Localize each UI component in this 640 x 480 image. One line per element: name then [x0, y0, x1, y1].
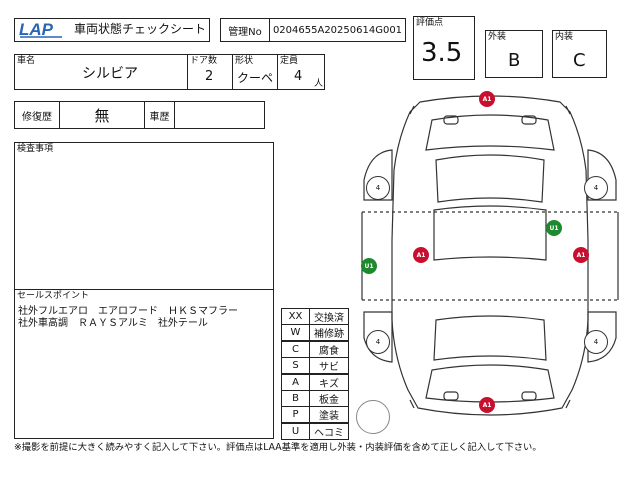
car-name-label: 車名 [17, 56, 36, 66]
capacity-cell [277, 54, 325, 90]
dent-mark-right-fender: U1 [546, 220, 562, 236]
legend-meaning: 補修跡 [309, 324, 349, 342]
tire-front-left: 4 [366, 176, 390, 200]
overall-grade-cell [413, 16, 475, 80]
legend-meaning: 板金 [309, 390, 349, 407]
interior-grade-value: C [573, 50, 586, 71]
mgmt-number: 0204655A20250614G001 [269, 18, 406, 42]
sheet-title: 車両状態チェックシート [74, 22, 207, 36]
car-diagram [350, 90, 630, 425]
overall-grade-value: 3.5 [421, 38, 463, 68]
selling-points-line-2: 社外車高調 ＲＡＹＳアルミ 社外テール [18, 318, 208, 329]
selling-points-label: セールスポイント [17, 291, 90, 301]
exterior-grade-value: B [508, 50, 521, 71]
footer-note: ※撮影を前提に大きく読みやすく記入して下さい。評価点はLAA基準を適用し外装・内… [14, 442, 542, 453]
car-age-label: 車歴 [144, 101, 175, 129]
exterior-grade-cell [485, 30, 543, 78]
overall-grade-label: 評価点 [416, 18, 444, 28]
exterior-grade-label: 外装 [488, 32, 507, 42]
doors-label: ドア数 [190, 56, 218, 66]
damage-mark-right-side: A1 [573, 247, 589, 263]
svg-text:LAP: LAP [19, 20, 54, 39]
tire-rear-right: 4 [584, 330, 608, 354]
capacity-value: 4 [294, 69, 303, 84]
shape-label: 形状 [235, 56, 254, 66]
inspection-label: 検査事項 [17, 144, 54, 154]
car-name-value: シルビア [82, 66, 138, 82]
car-age-value [174, 101, 265, 129]
spare-tire-icon [356, 400, 390, 434]
doors-value: 2 [205, 69, 214, 84]
inspection-box [14, 142, 274, 290]
car-outline-icon [361, 95, 619, 416]
repair-value: 無 [59, 101, 145, 129]
interior-grade-cell [552, 30, 607, 78]
capacity-label: 定員 [280, 56, 299, 66]
mgmt-label: 管理No [220, 18, 270, 42]
selling-points-box [14, 289, 274, 439]
brand-logo: LAP [18, 19, 68, 39]
legend-meaning: キズ [309, 373, 349, 391]
legend-code: U [281, 422, 310, 440]
dent-mark-left-side: U1 [361, 258, 377, 274]
damage-mark-rear: A1 [479, 397, 495, 413]
lap-logo-icon: LAP [19, 20, 62, 39]
car-name-cell [14, 54, 188, 90]
tire-front-right: 4 [584, 176, 608, 200]
interior-grade-label: 内装 [555, 32, 574, 42]
title-bar [14, 18, 210, 42]
legend-code: S [281, 357, 310, 375]
tire-rear-left: 4 [366, 330, 390, 354]
selling-points-line-1: 社外フルエアロ エアロフード ＨＫＳマフラー [18, 306, 238, 317]
capacity-unit: 人 [314, 79, 324, 89]
legend-meaning: 塗装 [309, 406, 349, 424]
damage-mark-left-door: A1 [413, 247, 429, 263]
legend-meaning: 交換済 [309, 308, 349, 325]
legend-meaning: サビ [309, 357, 349, 375]
doors-cell [187, 54, 233, 90]
legend-meaning: 腐食 [309, 340, 349, 358]
legend-code: B [281, 390, 310, 407]
shape-value: クーペ [237, 71, 274, 85]
damage-mark-front: A1 [479, 91, 495, 107]
legend-code: W [281, 324, 310, 342]
repair-label: 修復歴 [14, 101, 60, 129]
legend-code: C [281, 340, 310, 358]
legend-code: XX [281, 308, 310, 325]
legend-code: P [281, 406, 310, 424]
legend-meaning: ヘコミ [309, 422, 349, 440]
legend-code: A [281, 373, 310, 391]
